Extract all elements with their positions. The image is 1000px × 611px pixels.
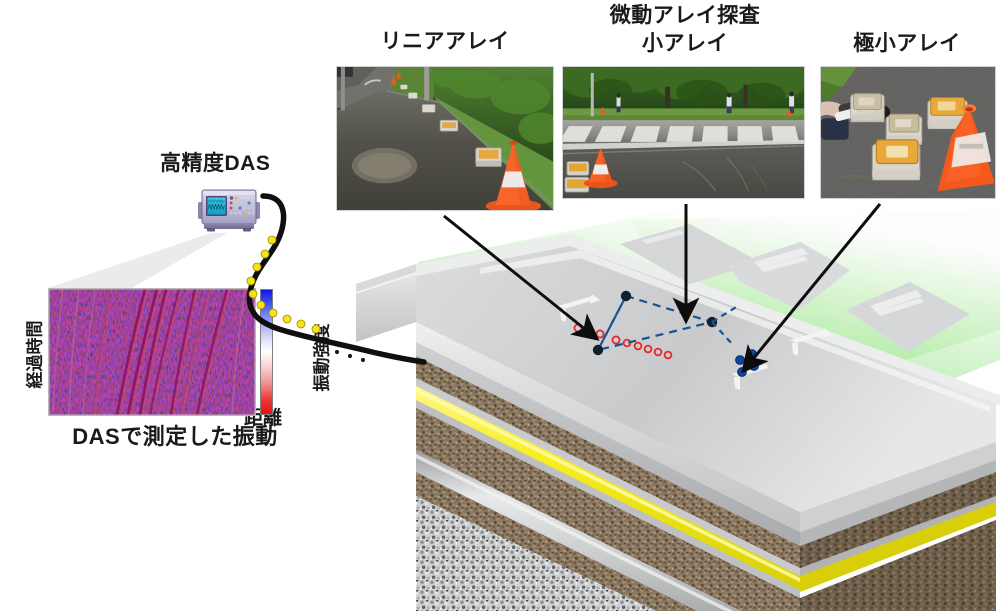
caption-micro-array: 極小アレイ bbox=[853, 32, 961, 55]
das-trace-halo bbox=[171, 289, 199, 415]
sensor-box bbox=[927, 97, 968, 130]
cut-conduit-band-2 bbox=[416, 400, 800, 600]
cut-road-surface bbox=[416, 322, 800, 532]
das-trace bbox=[68, 289, 80, 415]
road-cutaway-svg bbox=[356, 210, 1000, 611]
cut-soil-upper bbox=[416, 356, 800, 570]
side-road-left bbox=[620, 224, 760, 284]
das-device-svg bbox=[198, 189, 260, 232]
das-trace-halo bbox=[140, 289, 170, 415]
sensor-box bbox=[475, 147, 502, 167]
photo-micro-array-svg bbox=[821, 67, 995, 198]
photo-small-array-svg bbox=[563, 67, 804, 198]
das-trace bbox=[82, 289, 96, 415]
caption-das-plot: DASで測定した振動 bbox=[72, 424, 278, 449]
das-trace bbox=[231, 289, 246, 415]
sensor-box bbox=[850, 93, 885, 123]
cut-base-course bbox=[416, 342, 800, 546]
das-trace bbox=[52, 289, 64, 415]
das-trace bbox=[138, 289, 168, 415]
das-trace bbox=[92, 289, 111, 415]
sensor-box bbox=[408, 92, 418, 99]
right-face-soil-upper bbox=[800, 472, 996, 570]
sensor-box bbox=[439, 119, 459, 132]
das-trace bbox=[126, 289, 159, 415]
axis-label-elapsed-time: 経過時間 bbox=[25, 320, 45, 389]
sensor-box bbox=[400, 84, 408, 90]
das-waterfall-plot bbox=[48, 288, 256, 416]
cut-conduit-band bbox=[416, 378, 800, 578]
das-trace-halo bbox=[93, 289, 114, 415]
gravel-layer bbox=[416, 496, 656, 611]
caption-survey-group: 微動アレイ探査 bbox=[609, 4, 761, 27]
das-vehicle-traces bbox=[52, 289, 246, 415]
das-waterfall-svg bbox=[49, 289, 255, 415]
road-marking-dashes bbox=[622, 256, 656, 274]
cut-soil-main bbox=[416, 408, 800, 611]
das-trace bbox=[179, 289, 210, 415]
surveyor bbox=[726, 92, 732, 114]
right-face-base bbox=[800, 460, 996, 546]
sensor-box bbox=[871, 139, 921, 181]
caption-das-device: 高精度DAS bbox=[160, 152, 271, 175]
right-face-fiber bbox=[800, 502, 996, 592]
photo-small-array bbox=[562, 66, 805, 199]
array-markers-small bbox=[592, 290, 739, 356]
das-device-illustration bbox=[196, 182, 262, 234]
sensor-box bbox=[566, 161, 590, 176]
das-trace bbox=[169, 289, 197, 415]
right-face-road bbox=[800, 442, 996, 532]
surveyor bbox=[616, 93, 621, 113]
axis-label-vibration-intensity: 振動強度 bbox=[312, 323, 332, 392]
road-cutaway-3d-diagram bbox=[330, 210, 1000, 611]
das-trace-halo bbox=[128, 289, 161, 415]
das-trace-halo bbox=[150, 289, 183, 415]
traffic-cone bbox=[583, 147, 618, 189]
sensor-box bbox=[421, 104, 436, 113]
das-trace bbox=[148, 289, 181, 415]
das-colorbar bbox=[260, 289, 273, 415]
surveyor bbox=[789, 91, 795, 114]
das-trace bbox=[115, 289, 147, 415]
photo-linear-array-svg bbox=[337, 67, 553, 210]
das-trace-halo bbox=[197, 289, 231, 415]
caption-small-array: 小アレイ bbox=[642, 32, 728, 55]
das-trace-halo bbox=[117, 289, 149, 415]
right-face-soil-main bbox=[800, 520, 996, 611]
das-trace-halo bbox=[180, 289, 213, 415]
traffic-cone bbox=[485, 140, 542, 210]
traffic-cone bbox=[937, 104, 995, 192]
photo-micro-array bbox=[820, 66, 996, 199]
caption-linear-array: リニアアレイ bbox=[380, 30, 510, 53]
photo-linear-array bbox=[336, 66, 554, 211]
das-trace bbox=[195, 289, 229, 415]
leader-cone-das-to-plot bbox=[48, 233, 227, 288]
